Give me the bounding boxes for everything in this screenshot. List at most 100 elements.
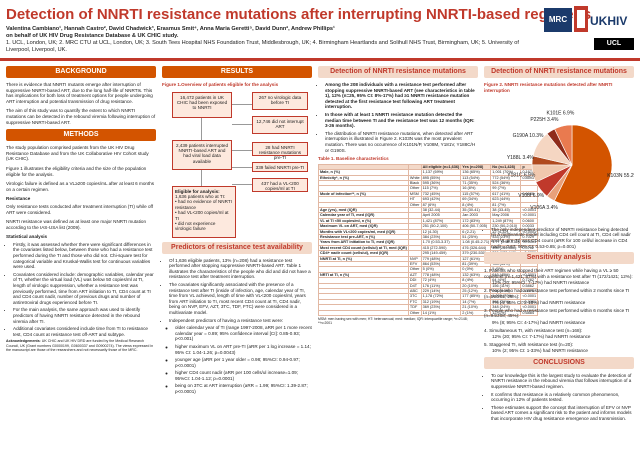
methods-p3: Virologic failure is defined as a VL≥200… <box>6 181 155 192</box>
sensitivity-heading: Sensitivity analysis <box>484 252 634 265</box>
flow-diagram: 16,472 patients in UK CHIC had been expo… <box>162 90 312 240</box>
eligible-count: 1,636 patients who at TI: <box>175 194 226 199</box>
detection2-bullets: The only independent predictor of NNRTI … <box>484 227 634 249</box>
table-row: VL at TI <50 copies/ml, n (%)1,421 (87%)… <box>318 217 539 225</box>
table-cell: <0.0001 <box>520 228 539 236</box>
table-cell: 524 (36%) <box>490 179 522 187</box>
affiliations: 1. UCL, London, UK; 2. MRC CTU at UCL, L… <box>6 40 519 53</box>
table-cell: Most recent CD4 count (cells/ul) at TI, … <box>318 244 409 252</box>
table-cell: <0.0001 <box>520 212 539 219</box>
poster-header: Detection of NNRTI resistance mutations … <box>0 0 640 58</box>
table-row: Age (yrs), med (IQR)38 (32-44)35 (30-41)… <box>318 206 539 214</box>
table-cell: Other <box>407 266 422 273</box>
flow-box-pre-ti-mutations: 28 had NNRTI resistance mutations pre-TI <box>252 141 308 160</box>
table-row: Male, n (%)1,137 (69%)136 (65%)1,001 (70… <box>318 169 539 176</box>
methods-heading: METHODS <box>6 129 156 142</box>
table-cell: VL at TI <50 copies/ml, n (%) <box>318 217 409 225</box>
predictor-bullet-1: Of 1,636 eligible patients, 13% (n=208) … <box>169 258 312 280</box>
predictors-heading: Predictors of resistance test availabili… <box>162 241 312 254</box>
flow-box-failed: 339 failed NNRTI pre-TI <box>252 161 308 172</box>
pie-slice-k103n <box>553 124 613 206</box>
mutation-pie-chart: K103N 55.2%V106A 3.4%V108I 6.9%Y181C 6.9… <box>507 110 639 211</box>
table-cell: Other <box>407 201 422 209</box>
table-cell: <0.0001 <box>520 304 539 311</box>
table-cell: 0.7029 <box>520 233 539 241</box>
table-cell: 204 (14%) <box>490 288 522 295</box>
table-cell: 1,002 (70%) <box>490 293 522 300</box>
pie-label-k103n: K103N 55.2% <box>607 173 634 179</box>
predictor-sub-1: older calendar year of TI (range 1997-20… <box>175 325 312 342</box>
resistance-subhead: Resistance <box>6 196 31 202</box>
flow-box-exposed: 16,472 patients in UK CHIC had been expo… <box>172 91 232 118</box>
ukhiv-logo-text: UKHIV <box>590 14 627 28</box>
table-cell: <0.0001 <box>520 293 539 300</box>
detection-bullet-3: The distribution of NNRTI resistance mut… <box>325 131 478 153</box>
logo-group: MRC UKHIV UCL <box>542 4 634 52</box>
table-cell: 14 (1%) <box>420 309 462 317</box>
table1-title: Table 1. Baseline characteristics <box>318 156 389 162</box>
detection-bullet-1: Among the 208 individuals with a resista… <box>325 82 478 110</box>
flow-box-no-virologic: 267 no virologic data before TI <box>252 91 308 110</box>
pie-label-y181c: Y181C 6.9% <box>507 172 536 178</box>
table-cell: 617 (41%) <box>490 190 522 198</box>
table-row: Most recent CD4 count (cells/ul) at TI, … <box>318 244 539 252</box>
table-cell: 38 (33-45) <box>490 206 522 214</box>
table-cell: 298 (21%) <box>490 298 522 306</box>
table-body: Male, n (%)1,137 (69%)136 (65%)1,001 (70… <box>318 169 539 317</box>
sensitivity-result-5: 10% (2; 95% CI: 1-33%) had NNRTI resista… <box>492 348 588 354</box>
table-cell: 333 (23%) <box>490 233 522 241</box>
table-cell: 623 (44%) <box>490 196 522 203</box>
stat-subhead: Statistical analysis <box>6 234 48 240</box>
sensitivity-item-4: 4. Simultaneous TI, with resistance test… <box>484 327 583 333</box>
table-cell: CD4+ nadir count (cells/ul), med (IQR) <box>318 250 409 257</box>
conclusion-bullet-1: To our knowledge this is the largest stu… <box>491 373 634 390</box>
methods-p4: Only resistance tests conducted after tr… <box>6 203 153 215</box>
table-cell: 348 (24%) <box>490 304 522 311</box>
table-cell: <0.0001 <box>520 298 539 306</box>
table-cell: 0.5862 <box>520 282 539 290</box>
ukhiv-logo: UKHIV <box>574 4 634 34</box>
pie-label-g190a: G190A 10.3% <box>513 133 544 139</box>
sensitivity-item-1: 1. Patients who stopped their ART regime… <box>484 268 633 279</box>
conclusion-bullet-3: These estimates support the concept that… <box>491 405 634 422</box>
conclusion-bullet-2: It confirms that resistance is a relativ… <box>491 392 634 403</box>
table-row: Maximum VL on ART, med (IQR)251 (50-2,10… <box>318 223 539 230</box>
table-note: MSM: men having sex with men; HT: hetero… <box>318 317 468 326</box>
group-line: on behalf of UK HIV Drug Resistance Data… <box>6 33 179 39</box>
detection-bullets: Among the 208 individuals with a resista… <box>318 82 478 153</box>
column-3: Detection of NNRTI resistance mutations … <box>318 66 539 326</box>
figure1-title: Figure 1.Overview of patients eligible f… <box>162 82 279 87</box>
table-cell <box>318 309 409 317</box>
methods-p5: NNRTI resistance was defined as at least… <box>6 219 146 230</box>
poster-title: Detection of NNRTI resistance mutations … <box>6 6 592 23</box>
eligible-criterion-3: • did not experience virologic failure <box>175 221 216 232</box>
table-cell: 0.3870 <box>520 288 539 295</box>
table-cell: 12 (1%) <box>490 309 522 317</box>
predictor-sub-4: higher CD4 count nadir (aRR per 100 cell… <box>175 370 312 381</box>
table-row: Calendar year of TI, med (IQR)April 2005… <box>318 212 539 219</box>
table-cell: 0.0702 <box>520 244 539 252</box>
table-cell: 646 (45%) <box>490 271 522 279</box>
conclusion-bullets: To our knowledge this is the largest stu… <box>484 373 634 422</box>
ack-heading: Acknowledgements <box>6 339 40 344</box>
column-1: BACKGROUND There is evidence that NNRTI … <box>6 66 156 356</box>
pie-label-v108i: V108I 6.9% <box>518 193 544 199</box>
table-cell: 408 (269-580) <box>490 244 522 252</box>
results-heading: RESULTS <box>162 66 312 78</box>
sensitivity-item-3: 3. People who had a resistance test perf… <box>484 307 630 319</box>
sensitivity-result-3: 9% (8; 95% CI: 4-17%) had NNRTI resistan… <box>492 319 586 325</box>
predictor-bullet-2: The covariates significantly associated … <box>169 282 312 316</box>
table-cell: 156 (11%) <box>490 282 522 290</box>
column-4: Detection of NNRTI resistance mutations … <box>484 66 639 424</box>
table-cell: <0.0001 <box>520 206 539 214</box>
methods-p1: The study population comprised patients … <box>6 145 149 162</box>
table-cell: 230 (50-2,010) <box>490 223 522 230</box>
column-2: RESULTS Figure 1.Overview of patients el… <box>162 66 312 397</box>
flow-arrow-7 <box>232 183 252 185</box>
mrc-logo: MRC <box>544 8 572 32</box>
